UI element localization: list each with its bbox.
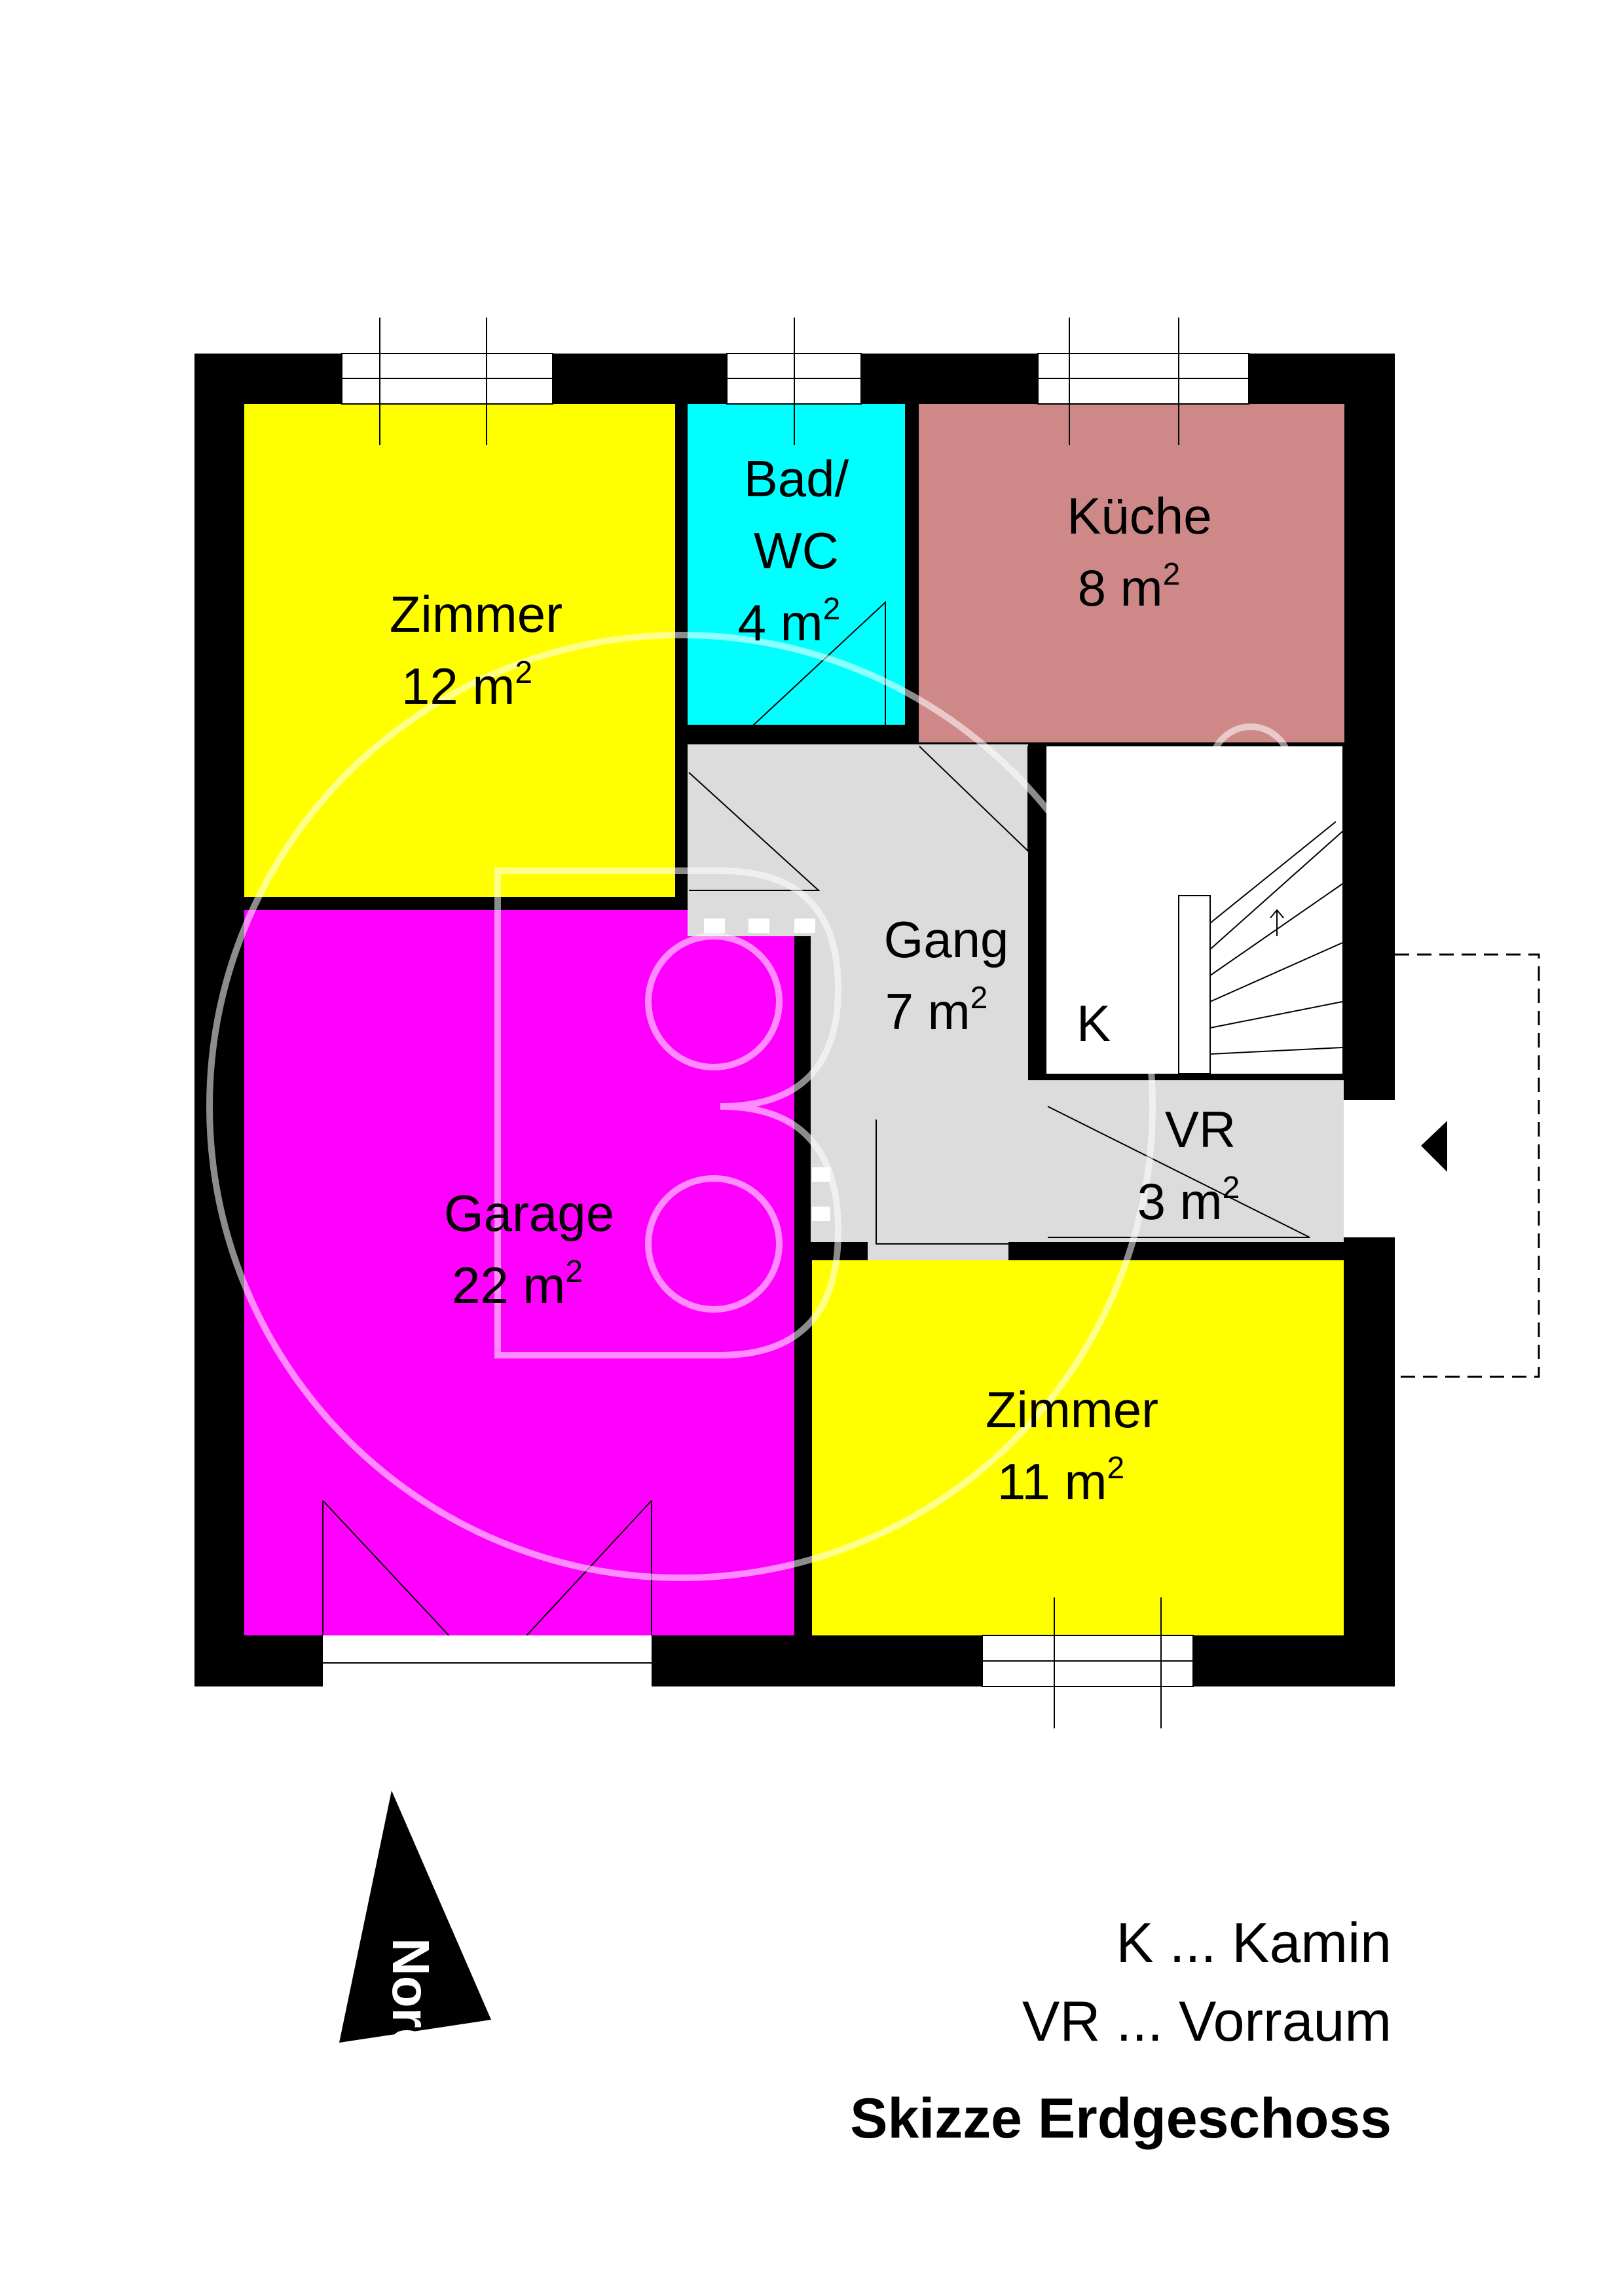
legend-kamin: K ... Kamin xyxy=(1116,1912,1392,1975)
label-wc: WC xyxy=(754,522,839,579)
label-kamin: K xyxy=(1077,994,1111,1052)
chimney-vents xyxy=(704,919,830,1221)
windows xyxy=(341,318,1249,1728)
room-kueche-floor xyxy=(919,404,1344,742)
entrance-opening xyxy=(1344,1100,1395,1237)
entrance-canopy xyxy=(1395,953,1540,1378)
area-garage: 22 m2 xyxy=(452,1254,583,1314)
north-label: Norden xyxy=(382,1938,440,2121)
stair-core xyxy=(1046,746,1342,1074)
area-gang: 7 m2 xyxy=(885,981,988,1040)
area-zimmer-south: 11 m2 xyxy=(997,1451,1124,1510)
area-bad-wc: 4 m2 xyxy=(738,592,841,651)
label-bad: Bad/ xyxy=(744,450,849,507)
area-vr: 3 m2 xyxy=(1137,1171,1240,1230)
entrance-arrow-icon xyxy=(1421,1121,1447,1172)
garage-door-opening xyxy=(323,1635,652,1686)
stair-steps xyxy=(1178,821,1343,1074)
label-zimmer-north: Zimmer xyxy=(390,585,563,643)
watermark-logo xyxy=(206,632,1293,1581)
legend-vorraum: VR ... Vorraum xyxy=(1022,1990,1392,2053)
label-gang: Gang xyxy=(884,911,1009,968)
room-zimmer-north-floor xyxy=(244,404,675,897)
area-kueche: 8 m2 xyxy=(1078,557,1181,617)
plan-title: Skizze Erdgeschoss xyxy=(850,2087,1392,2150)
label-garage: Garage xyxy=(444,1184,614,1242)
area-zimmer-north: 12 m2 xyxy=(401,655,532,715)
label-vr: VR xyxy=(1165,1101,1236,1158)
north-arrow-icon xyxy=(339,1791,491,2043)
room-gang-floor xyxy=(688,744,1344,1260)
label-zimmer-south: Zimmer xyxy=(986,1381,1158,1438)
label-kueche: Küche xyxy=(1067,487,1211,545)
room-zimmer-south-floor xyxy=(812,1260,1344,1635)
